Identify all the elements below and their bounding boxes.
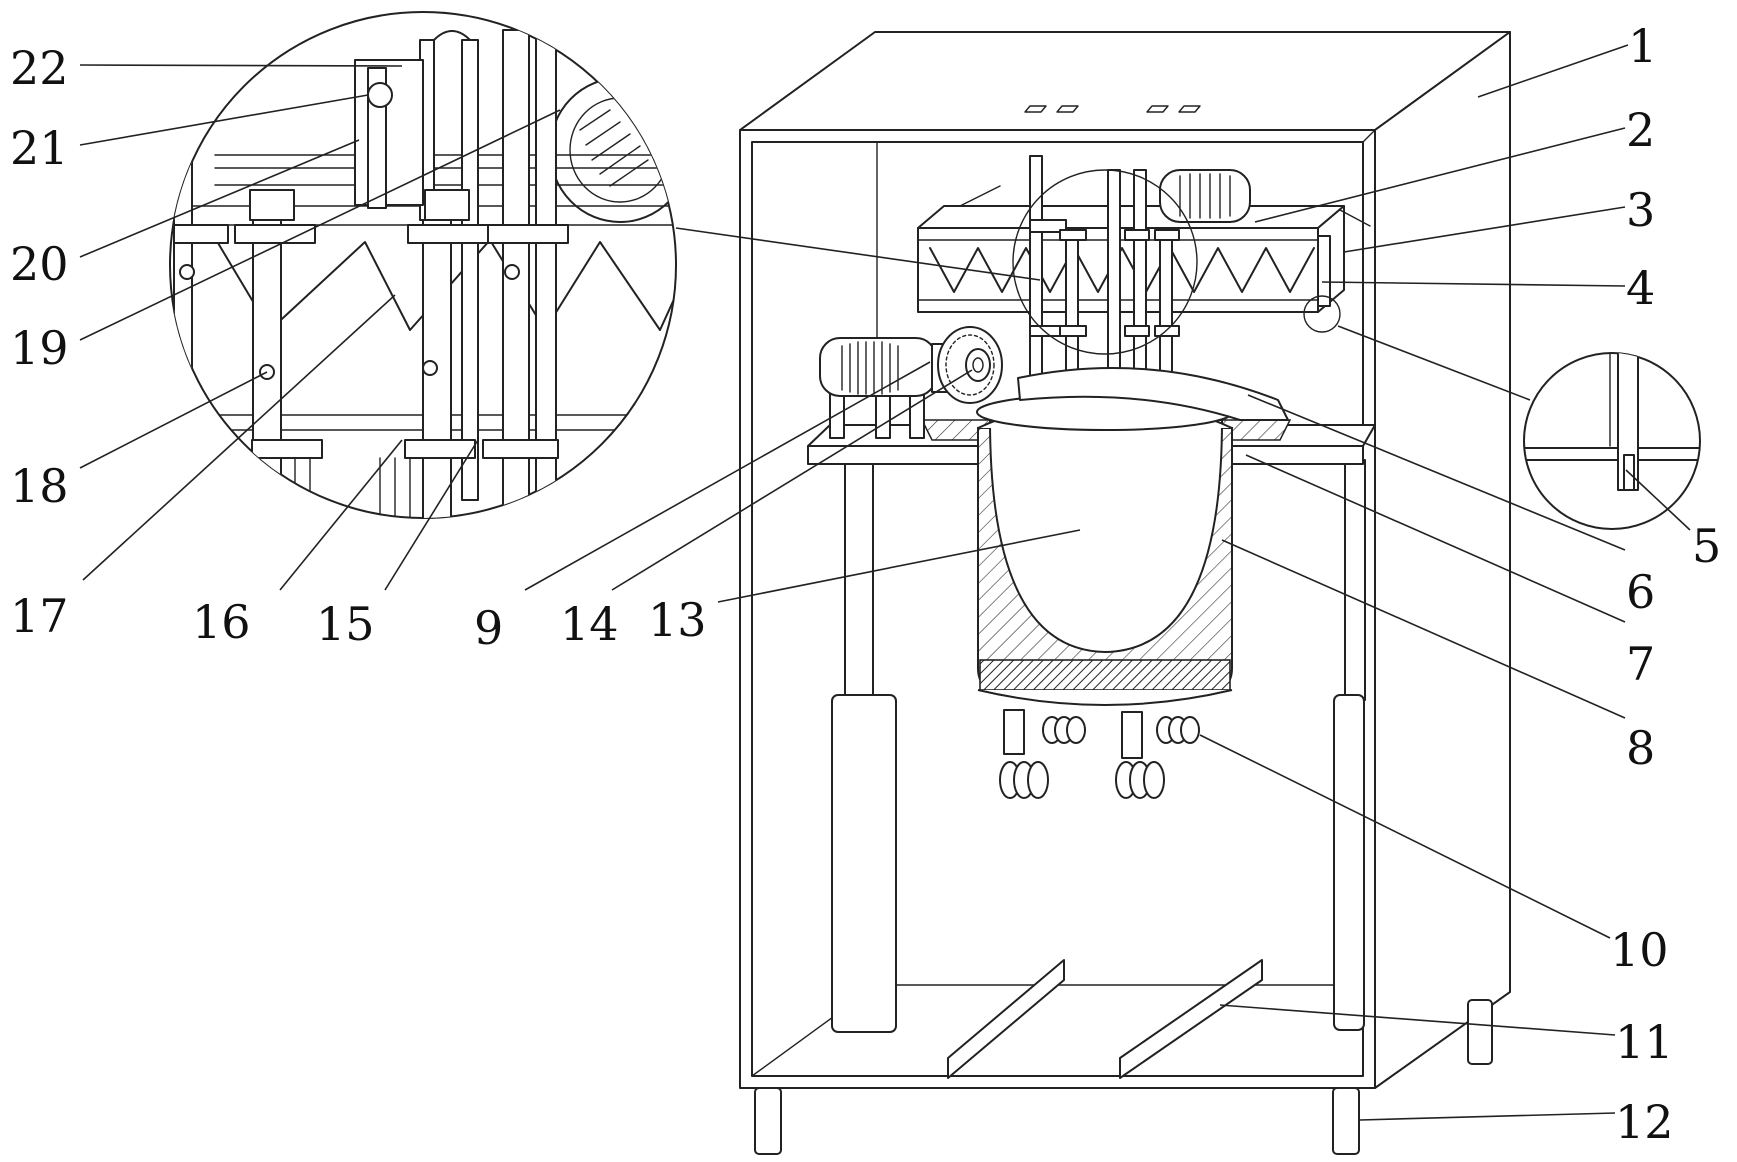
- label-8: 8: [1626, 721, 1655, 775]
- label-9: 9: [474, 601, 503, 655]
- label-7: 7: [1626, 637, 1655, 691]
- label-5: 5: [1692, 519, 1721, 573]
- label-4: 4: [1626, 261, 1655, 315]
- drive-gear: [938, 327, 1002, 403]
- label-12: 12: [1615, 1095, 1674, 1149]
- label-15: 15: [316, 597, 375, 651]
- detail-view-b: [1524, 340, 1700, 529]
- label-11: 11: [1615, 1015, 1674, 1069]
- label-10: 10: [1610, 923, 1669, 977]
- label-13: 13: [648, 593, 707, 647]
- label-18: 18: [10, 459, 69, 513]
- label-21: 21: [10, 121, 69, 175]
- label-16: 16: [192, 595, 251, 649]
- label-6: 6: [1626, 565, 1655, 619]
- label-3: 3: [1626, 183, 1655, 237]
- label-20: 20: [10, 237, 69, 291]
- label-17: 17: [10, 589, 69, 643]
- detail-view-a: [170, 12, 700, 530]
- label-22: 22: [10, 41, 69, 95]
- label-14: 14: [560, 597, 619, 651]
- label-1: 1: [1628, 19, 1657, 73]
- rail-motor: [1160, 170, 1250, 222]
- label-2: 2: [1626, 103, 1655, 157]
- label-19: 19: [10, 321, 69, 375]
